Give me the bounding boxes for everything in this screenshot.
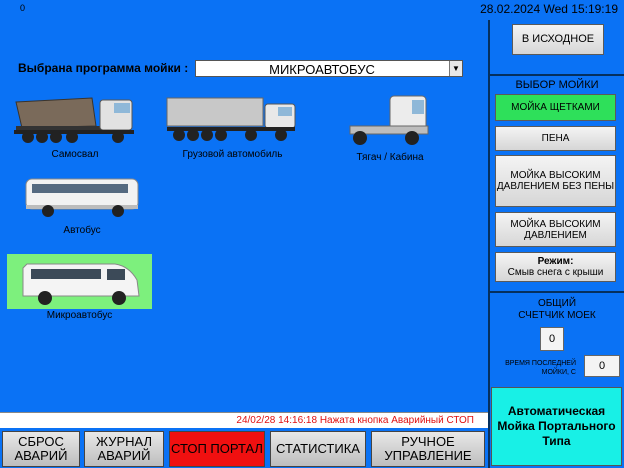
mode-button[interactable]: Режим: Смыв снега с крыши: [495, 252, 616, 282]
minibus-icon: [22, 263, 140, 305]
program-label: Выбрана программа мойки :: [18, 61, 189, 75]
total-counter-title: ОБЩИЙ СЧЕТЧИК МОЕК: [518, 298, 596, 321]
alarm-line: 24/02/28 14:16:18 Нажата кнопка Аварийны…: [0, 412, 488, 428]
mode-label: Режим:: [537, 256, 574, 267]
top-bar: 0 28.02.2024 Wed 15:19:19: [0, 0, 624, 20]
high-pressure-button[interactable]: МОЙКА ВЫСОКИМ ДАВЛЕНИЕМ: [495, 212, 616, 247]
stop-portal-button[interactable]: СТОП ПОРТАЛ: [169, 431, 265, 467]
vehicle-label: Тягач / Кабина: [356, 152, 424, 163]
vehicle-label: Автобус: [63, 225, 101, 236]
foam-button[interactable]: ПЕНА: [495, 126, 616, 151]
high-pressure-no-foam-button[interactable]: МОЙКА ВЫСОКИМ ДАВЛЕНИЕМ БЕЗ ПЕНЫ: [495, 155, 616, 207]
bottom-bar: СБРОС АВАРИЙ ЖУРНАЛ АВАРИЙ СТОП ПОРТАЛ С…: [0, 428, 488, 468]
vehicle-label: Самосвал: [51, 149, 99, 160]
last-wash-value: 0: [584, 355, 620, 377]
vehicle-minibus[interactable]: [7, 254, 152, 309]
last-wash-label: ВРЕМЯ ПОСЛЕДНЕЙ МОЙКИ, С: [505, 360, 576, 376]
program-selected-value: МИКРОАВТОБУС: [269, 62, 375, 77]
main-area: Выбрана программа мойки : МИКРОАВТОБУС ▼…: [0, 20, 488, 412]
program-dropdown[interactable]: МИКРОАВТОБУС ▼: [195, 60, 463, 77]
wash-select-title: ВЫБОР МОЙКИ: [515, 79, 599, 91]
auto-portal-status: Автоматическая Мойка Портального Типа: [491, 387, 622, 466]
alarm-log-button[interactable]: ЖУРНАЛ АВАРИЙ: [84, 431, 164, 467]
minibus-label-wrap: Микроавтобус: [7, 310, 152, 324]
reset-alarms-button[interactable]: СБРОС АВАРИЙ: [2, 431, 80, 467]
dump-truck-icon: [14, 97, 134, 143]
alarm-message: 24/02/28 14:16:18 Нажата кнопка Аварийны…: [236, 415, 474, 426]
statistics-button[interactable]: СТАТИСТИКА: [270, 431, 366, 467]
vehicle-cargo-truck[interactable]: Грузовой автомобиль: [165, 94, 300, 164]
vehicle-tractor-cab[interactable]: Тягач / Кабина: [340, 94, 440, 168]
vehicle-dump-truck[interactable]: Самосвал: [10, 94, 140, 164]
cargo-truck-icon: [166, 97, 296, 141]
right-panel: В ИСХОДНОЕ ВЫБОР МОЙКИ МОЙКА ЩЕТКАМИ ПЕН…: [488, 20, 624, 468]
top-counter: 0: [20, 3, 26, 13]
dropdown-arrow-icon[interactable]: ▼: [449, 61, 462, 76]
total-counter-value: 0: [540, 327, 564, 351]
date-time: 28.02.2024 Wed 15:19:19: [480, 2, 618, 16]
vehicle-label: Микроавтобус: [46, 310, 113, 321]
manual-control-button[interactable]: РУЧНОЕ УПРАВЛЕНИЕ: [371, 431, 485, 467]
tractor-cab-icon: [349, 95, 429, 145]
panel-divider: [490, 74, 624, 76]
home-position-button[interactable]: В ИСХОДНОЕ: [512, 24, 604, 55]
panel-divider: [490, 291, 624, 293]
mode-value: Смыв снега с крыши: [507, 267, 604, 278]
bus-icon: [25, 178, 139, 217]
vehicle-label: Грузовой автомобиль: [182, 149, 283, 160]
wash-brushes-button[interactable]: МОЙКА ЩЕТКАМИ: [495, 94, 616, 121]
vehicle-bus[interactable]: Автобус: [22, 175, 142, 239]
